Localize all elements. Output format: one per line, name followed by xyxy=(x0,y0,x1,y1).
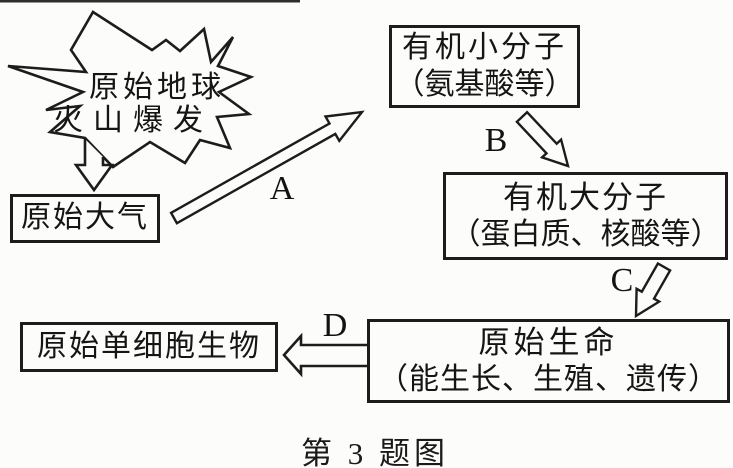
primitive-life-line2: （能生长、生殖、遗传） xyxy=(378,362,719,396)
box-organic-macromolecules: 有机大分子 （蛋白质、核酸等） xyxy=(443,172,728,260)
burst-text-line1: 原始地球 xyxy=(89,71,225,104)
arrow-d-label: D xyxy=(322,307,348,344)
arrow-b xyxy=(515,110,570,168)
arrow-a xyxy=(169,110,365,225)
arrow-c-label: C xyxy=(610,262,634,299)
figure-caption: 第 3 题图 xyxy=(301,436,449,468)
burst-text-line2: 火山爆发 xyxy=(53,104,213,137)
unicellular-label: 原始单细胞生物 xyxy=(37,329,261,363)
arrow-d xyxy=(282,332,367,378)
arrow-c xyxy=(634,261,672,319)
arrow-a-label: A xyxy=(269,170,295,207)
scan-edge-artifact xyxy=(0,0,300,3)
box-primitive-life: 原始生命 （能生长、生殖、遗传） xyxy=(367,319,730,403)
arrow-b-label: B xyxy=(484,122,508,159)
small-molecules-line1: 有机小分子 xyxy=(402,30,567,64)
box-primitive-atmosphere: 原始大气 xyxy=(10,194,160,243)
starburst-shape xyxy=(7,10,255,169)
arrow-burst-to-atmosphere xyxy=(73,139,115,193)
macromolecules-line2: （蛋白质、核酸等） xyxy=(450,217,721,251)
primitive-atmosphere-label: 原始大气 xyxy=(21,201,149,235)
small-molecules-line2: （氨基酸等） xyxy=(394,67,575,101)
macromolecules-line1: 有机大分子 xyxy=(503,179,668,215)
box-organic-small-molecules: 有机小分子 （氨基酸等） xyxy=(389,25,580,108)
box-primitive-unicellular-organisms: 原始单细胞生物 xyxy=(20,322,278,372)
primitive-life-line1: 原始生命 xyxy=(478,324,619,360)
